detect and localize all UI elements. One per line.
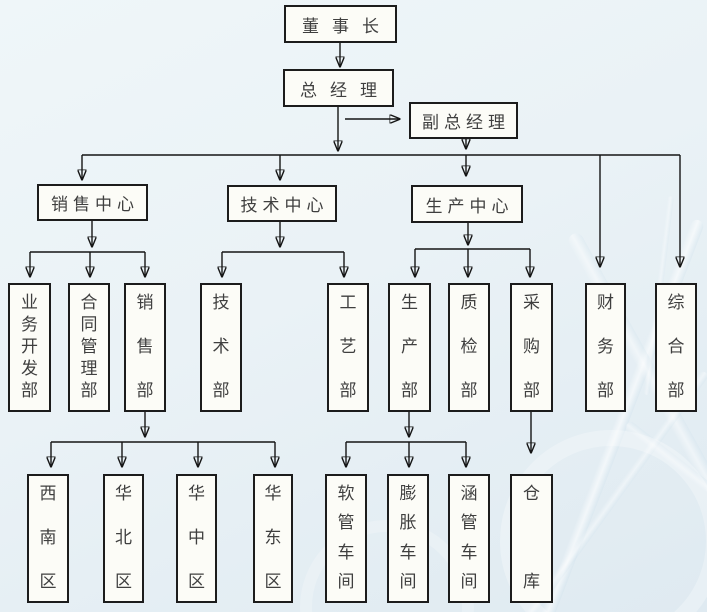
node-general-affairs-dept: 综合部	[655, 283, 697, 412]
node-qc-dept: 质检部	[448, 283, 490, 412]
node-deputy-general-manager-label: 副总经理	[422, 113, 510, 133]
node-tech-dept: 技术部	[200, 283, 242, 412]
node-culvert-pipe-workshop-label: 涵管车间	[460, 484, 478, 592]
node-hose-workshop-label: 软管车间	[337, 484, 355, 592]
node-north-china-region: 华北区	[103, 474, 144, 603]
node-production-dept: 生产部	[388, 283, 431, 412]
node-process-dept: 工艺部	[327, 283, 369, 412]
node-finance-dept-label: 财务部	[597, 293, 614, 401]
node-production-center-label: 生产中心	[425, 196, 514, 217]
node-general-manager: 总经理	[283, 69, 394, 107]
node-purchasing-dept-label: 采购部	[523, 293, 540, 401]
node-sales-center: 销售中心	[37, 184, 148, 221]
node-contract-mgmt-dept: 合同管理部	[68, 283, 110, 412]
node-production-center: 生产中心	[411, 185, 523, 223]
node-sales-dept-label: 销售部	[136, 293, 154, 401]
node-tech-dept-label: 技术部	[212, 293, 230, 401]
node-chairman: 董事长	[284, 5, 397, 43]
node-central-china-region: 华中区	[176, 474, 217, 603]
node-business-dev-dept-label: 业务开发部	[21, 293, 38, 401]
node-expansion-workshop: 膨胀车间	[387, 474, 429, 603]
node-warehouse-label: 仓库	[523, 484, 540, 592]
node-qc-dept-label: 质检部	[460, 293, 478, 401]
node-expansion-workshop-label: 膨胀车间	[399, 484, 417, 592]
node-process-dept-label: 工艺部	[339, 293, 357, 401]
node-north-china-region-label: 华北区	[115, 484, 132, 592]
node-warehouse: 仓库	[510, 474, 553, 603]
node-hose-workshop: 软管车间	[325, 474, 367, 603]
node-business-dev-dept: 业务开发部	[8, 283, 51, 412]
node-general-manager-label: 总经理	[300, 80, 390, 101]
node-southwest-region-label: 西南区	[39, 484, 57, 592]
node-southwest-region: 西南区	[27, 474, 69, 603]
node-deputy-general-manager: 副总经理	[409, 102, 518, 139]
node-purchasing-dept: 采购部	[510, 283, 553, 412]
node-contract-mgmt-dept-label: 合同管理部	[80, 293, 98, 401]
node-tech-center-label: 技术中心	[240, 196, 329, 216]
node-finance-dept: 财务部	[585, 283, 626, 412]
node-culvert-pipe-workshop: 涵管车间	[448, 474, 490, 603]
node-sales-dept: 销售部	[124, 283, 166, 412]
node-production-dept-label: 生产部	[401, 293, 418, 401]
node-central-china-region-label: 华中区	[188, 484, 205, 592]
node-general-affairs-dept-label: 综合部	[667, 293, 685, 401]
node-chairman-label: 董事长	[302, 16, 392, 37]
node-east-china-region: 华东区	[253, 474, 293, 603]
node-tech-center: 技术中心	[227, 185, 337, 222]
node-sales-center-label: 销售中心	[51, 195, 139, 215]
node-east-china-region-label: 华东区	[264, 484, 282, 592]
